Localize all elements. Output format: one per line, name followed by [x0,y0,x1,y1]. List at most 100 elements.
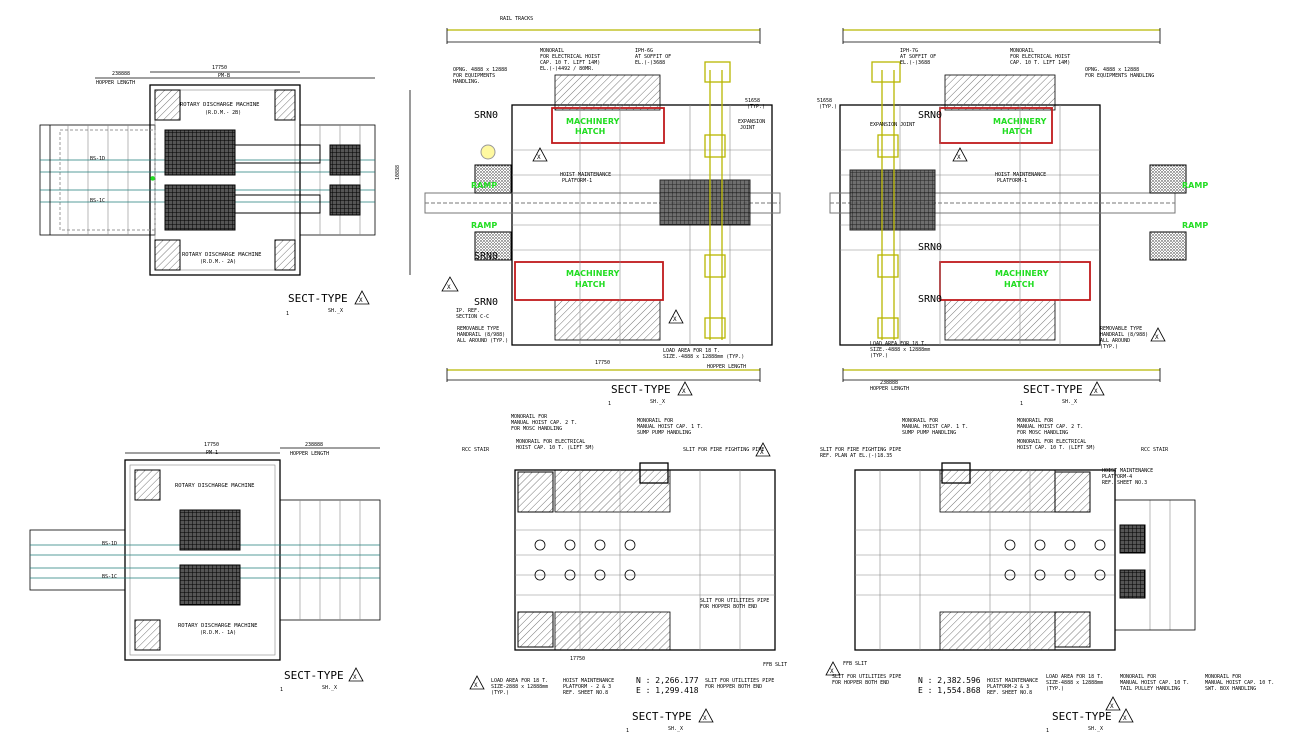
svg-text:X: X [830,668,834,675]
rdm-a-machine [179,564,241,606]
hatched-block-top [939,469,1056,513]
section-mark-triangle [1089,381,1105,396]
platform-1-label: PLATFORM-1 [562,178,592,184]
hoist-maint-label: HOIST MAINTENANCE [1102,468,1153,474]
section-title: SECT-TYPE [1052,710,1112,723]
iph-7g-label-2: AT SOFFIT OF [900,54,936,60]
ref-sheet-b-label: REF. SHEET NO.8 [987,690,1032,696]
rdm-a-label: ROTARY DISCHARGE MACHINE [178,623,257,629]
index: 1 [1046,728,1049,734]
section-mark-triangle [354,290,370,305]
section-title: SECT-TYPE [611,383,671,396]
machinery-hatch-label: MACHINERY [993,117,1047,126]
coord-e: E : 1,554.868 [918,686,981,695]
hoist-maint-label: HOIST MAINTENANCE [995,172,1046,178]
pm-1-label: PM-1 [206,450,218,456]
svg-text:X: X [1155,334,1159,341]
srno-top: SRN0 [474,110,498,121]
sheet-ref: SH._X [668,726,683,732]
monorail-3b-label: HOIST CAP. 10 T. (LIFT 5M) [1017,445,1095,451]
bs-1c-label: BS-1C [102,574,117,580]
machinery-hatch-top [551,107,665,144]
section-mark-triangle [677,381,693,396]
index: 1 [608,401,611,407]
dim-top2: 238888 [112,71,130,77]
bs-1d-label: BS-1D [102,541,117,547]
typ-label: (TYP.) [747,104,765,110]
monorail-3-label: MONORAIL FOR ELECTRICAL [1017,439,1086,445]
monorail-4b-label: MANUAL HOIST CAP. 10 T. [1120,680,1189,686]
ramp-label-bottom: RAMP [1182,221,1208,230]
hatched-block-bottom [939,611,1056,651]
panel-bottom-right: SLIT FOR FIRE FIGHTING PIPE REF. PLAN AT… [820,418,1274,734]
inlet-area [29,529,126,591]
panel-top-left: 17750 238888 HOPPER LENGTH PM-B ROTARY D… [39,65,411,317]
load-area-label: LOAD AREA FOR 18 T. [1046,674,1103,680]
ref-sheet-label: REF. SHEET NO.3 [1102,480,1147,486]
srno-mid: SRN0 [474,251,498,262]
machinery-hatch-label-b2: HATCH [575,280,605,289]
removable-label-4: (TYP.) [1100,344,1118,350]
hatched-block-top [554,469,671,513]
iph-7g-label-3: EL.(-)3688 [900,60,930,66]
expansion-joint-label: EXPANSION JOINT [870,122,915,128]
rdm-a-code: (R.D.M.- 1A) [200,630,236,636]
monorail-4c-label: TAIL PULLEY HANDLING [1120,686,1180,692]
srno-mid: SRN0 [918,242,942,253]
monorail-1c-label: FOR MOSC HANDLING [511,426,562,432]
dim-right: 10888 [395,165,401,180]
svg-text:X: X [957,154,961,161]
monorail-2-label: MONORAIL FOR ELECTRICAL [516,439,585,445]
hopper-length-label: HOPPER LENGTH [96,80,135,86]
hatched-block-bottom [554,611,671,651]
rdm-2a-code: (R.D.M.- 2A) [200,259,236,265]
index: 1 [286,311,289,317]
monorail-5b-label: MANUAL HOIST CAP. 10 T. [1205,680,1274,686]
load-area-label: LOAD AREA FOR 18 T. [663,348,720,354]
index: 1 [1020,401,1023,407]
hatched-block-top [554,74,661,111]
machinery-hatch-label-b: MACHINERY [995,269,1049,278]
slit-util-b-label: SLIT FOR UTILITIES PIPE [705,678,774,684]
coord-n: N : 2,382.596 [918,676,981,685]
bs-1d-label: BS-1D [90,156,105,162]
monorail-1c-label: SUMP PUMP HANDLING [902,430,956,436]
rdm-2b-code: (R.D.M.- 2B) [205,110,241,116]
srno-top: SRN0 [918,110,942,121]
monorail-4-label: MONORAIL FOR [1120,674,1157,680]
coord-e: E : 1,299.418 [636,686,699,695]
sheet-ref: SH._X [1062,399,1077,405]
monorail-3c-label: SUMP PUMP HANDLING [637,430,691,436]
ref-sheet-label: REF. SHEET NO.8 [563,690,608,696]
monorail-label: MONORAIL [1010,48,1034,54]
opening-label: OPNG. 4888 x 12888 [1085,67,1139,73]
section-mark: X [703,715,707,722]
section-mark: X [682,388,686,395]
ramp-label-bottom: RAMP [471,221,497,230]
section-title: SECT-TYPE [288,292,348,305]
section-title: SECT-TYPE [632,710,692,723]
load-area-label-2: SIZE-4888 x 12888mm [1046,680,1103,686]
svg-text:X: X [760,449,764,456]
dim-bottom: 17750 [595,360,610,366]
expansion-joint-label: EXPANSION [738,119,765,125]
load-area-label: LOAD AREA FOR 18 T. [870,341,927,347]
ramp-label-top: RAMP [1182,181,1208,190]
machinery-hatch-label-b2: HATCH [1004,280,1034,289]
rdm-2a-machine [164,184,236,231]
svg-text:X: X [447,284,451,291]
removable-label-3: ALL AROUND [1100,338,1130,344]
iph-7g-label: IPH-7G [900,48,918,54]
dim-top: 17750 [204,442,219,448]
dim-bottom: 17750 [570,656,585,662]
index: 1 [280,687,283,693]
load-area-label-2: SIZE.-4888 x 12888mm (TYP.) [663,354,744,360]
removable-label-2: HANDRAIL (8/988) [1100,332,1148,338]
typ-label: (TYP.) [819,104,837,110]
outlet-area [279,499,381,621]
hopper-length-label: HOPPER LENGTH [707,364,746,370]
opening-label-2: FOR EQUIPMENTS HANDLING [1085,73,1154,79]
slit-fire-label: SLIT FOR FIRE FIGHTING PIPE [683,447,764,453]
section-title: SECT-TYPE [1023,383,1083,396]
monorail-2b-label: HOIST CAP. 10 T. (LIFT 5M) [516,445,594,451]
